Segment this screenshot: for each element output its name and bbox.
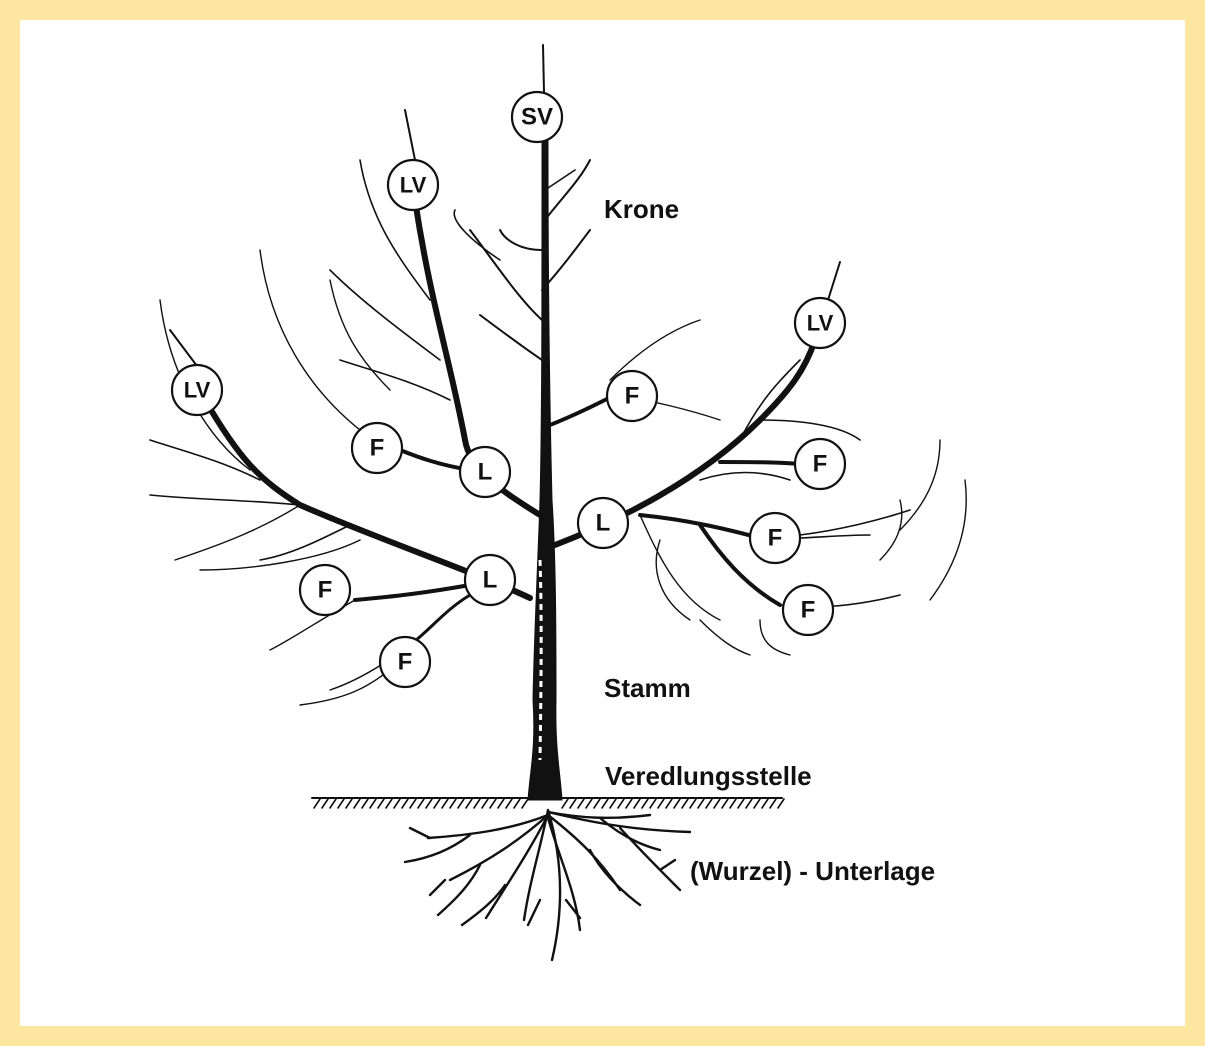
node-lv-right: LV: [795, 298, 845, 348]
label-stamm: Stamm: [604, 673, 691, 703]
svg-text:SV: SV: [521, 104, 553, 131]
node-f: F: [750, 513, 800, 563]
node-f: F: [607, 371, 657, 421]
node-f: F: [795, 439, 845, 489]
node-f: F: [352, 423, 402, 473]
svg-text:LV: LV: [184, 378, 211, 403]
node-l-upper-left: L: [460, 447, 510, 497]
node-f: F: [783, 585, 833, 635]
svg-text:F: F: [801, 597, 816, 624]
svg-text:L: L: [478, 459, 493, 486]
svg-text:F: F: [625, 383, 640, 410]
trunk: [528, 140, 562, 800]
svg-text:F: F: [813, 451, 828, 478]
svg-text:L: L: [596, 510, 611, 537]
svg-text:F: F: [370, 435, 385, 462]
node-f: F: [300, 565, 350, 615]
node-sv: SV: [512, 92, 562, 142]
svg-text:LV: LV: [400, 173, 427, 198]
svg-text:L: L: [483, 567, 498, 594]
node-f: F: [380, 637, 430, 687]
node-l-right: L: [578, 498, 628, 548]
label-krone: Krone: [604, 194, 679, 224]
label-unterlage: (Wurzel) - Unterlage: [690, 856, 935, 886]
svg-text:F: F: [768, 525, 783, 552]
label-veredlungsstelle: Veredlungsstelle: [605, 761, 812, 791]
branches: [150, 45, 966, 705]
roots: [405, 810, 690, 960]
svg-text:F: F: [398, 649, 413, 676]
svg-text:LV: LV: [807, 311, 834, 336]
node-lv-left: LV: [172, 365, 222, 415]
node-lv-left-upper: LV: [388, 160, 438, 210]
node-l-lower-left: L: [465, 555, 515, 605]
svg-text:F: F: [318, 577, 333, 604]
